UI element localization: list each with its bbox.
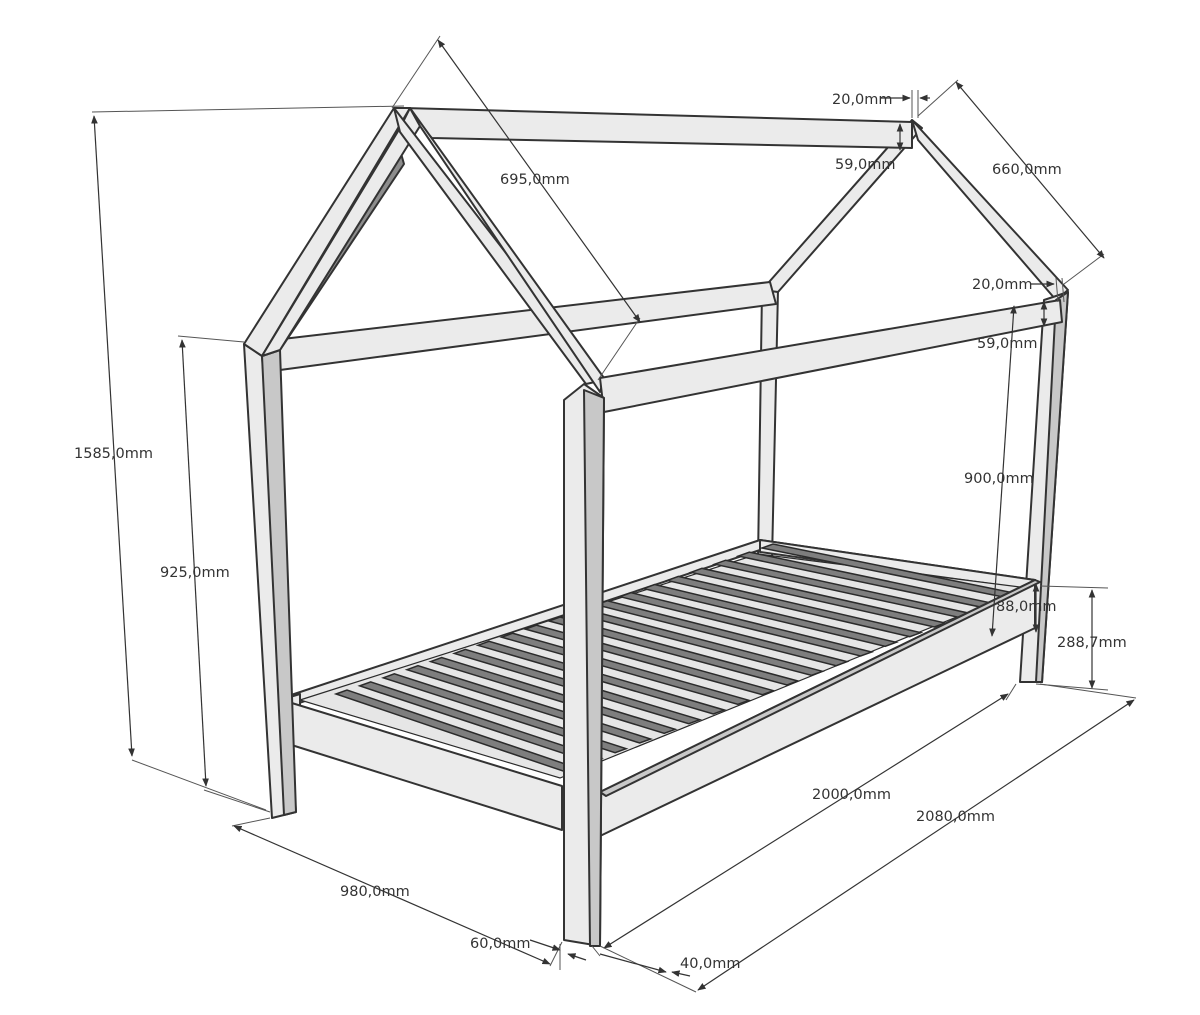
total-height-label: 1585,0mm: [74, 446, 153, 462]
roof-width-label: 660,0mm: [992, 162, 1062, 178]
frame-height-label: 88,0mm: [996, 599, 1057, 615]
leg-height-label: 288,7mm: [1057, 635, 1127, 651]
ridge-height-label: 59,0mm: [835, 157, 896, 173]
slat: [617, 591, 875, 657]
width-label: 980,0mm: [340, 884, 410, 900]
front-right-post: [563, 383, 605, 947]
slat: [546, 616, 801, 686]
ridge-thickness-label: 20,0mm: [832, 92, 893, 108]
ridge-beam: [403, 107, 913, 149]
post-width-label: 60,0mm: [470, 936, 531, 952]
roof-length-label: 695,0mm: [500, 172, 570, 188]
rail-height-label: 59,0mm: [977, 336, 1038, 352]
slat: [664, 575, 924, 638]
slat: [593, 599, 850, 667]
outer-length-label: 2080,0mm: [916, 809, 995, 825]
side-height-label: 925,0mm: [160, 565, 230, 581]
inner-length-label: 2000,0mm: [812, 787, 891, 803]
slat: [641, 583, 899, 648]
dimension-labels: 1585,0mm 925,0mm 695,0mm 660,0mm 20,0mm …: [74, 92, 1127, 972]
post-depth-label: 40,0mm: [680, 956, 741, 972]
rail-thickness-label: 20,0mm: [972, 277, 1033, 293]
dimension-lines: [91, 35, 1137, 993]
post-height-label: 900,0mm: [964, 471, 1034, 487]
